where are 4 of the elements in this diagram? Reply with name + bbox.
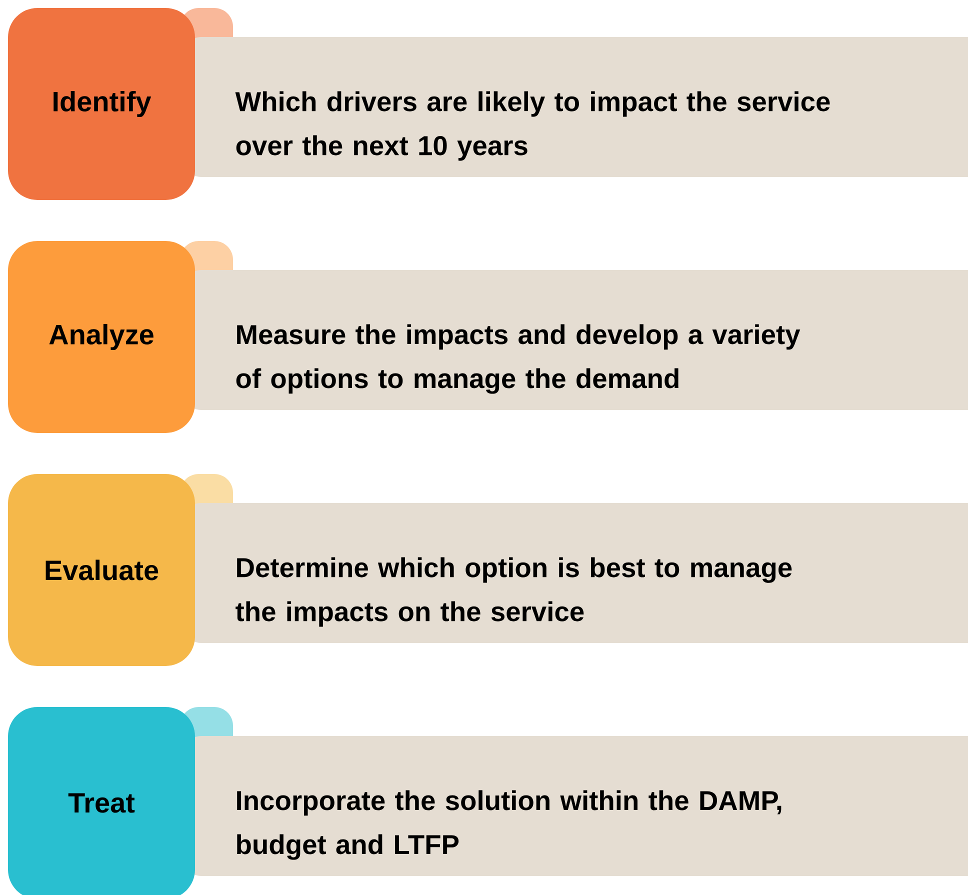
- step-box: Identify: [8, 8, 195, 200]
- step-box: Analyze: [8, 241, 195, 433]
- step-box: Evaluate: [8, 474, 195, 666]
- step-box: Treat: [8, 707, 195, 895]
